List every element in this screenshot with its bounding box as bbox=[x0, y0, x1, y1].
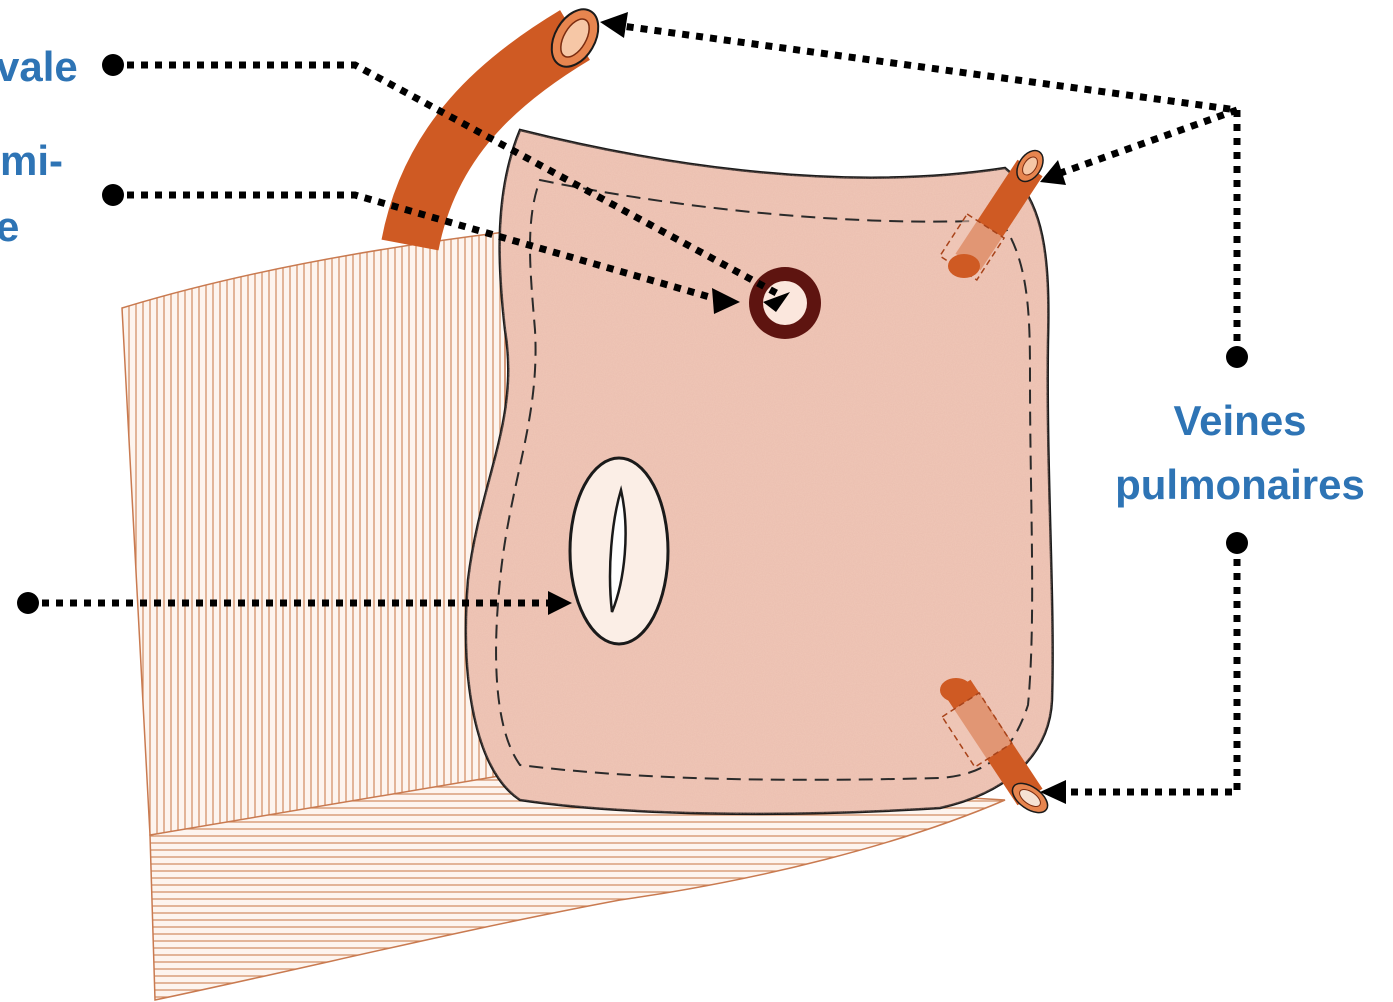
dot-icon bbox=[102, 184, 124, 206]
leader-veins-upper-vein bbox=[1055, 110, 1237, 175]
dot-icon bbox=[102, 54, 124, 76]
label-pulmonary-veins-line2: pulmonaires bbox=[1100, 456, 1380, 514]
dot-icon bbox=[17, 592, 39, 614]
label-semi-line1: mi- bbox=[0, 132, 63, 190]
back-wall bbox=[122, 232, 505, 835]
dot-icon bbox=[1226, 532, 1248, 554]
label-vena-cava: vale bbox=[0, 38, 78, 96]
leader-veins-bottom bbox=[1060, 545, 1237, 792]
arrowhead-icon bbox=[600, 12, 628, 38]
label-semi-line2: e bbox=[0, 198, 19, 256]
dot-icon bbox=[1226, 346, 1248, 368]
label-pulmonary-veins-line1: Veines bbox=[1100, 392, 1380, 450]
